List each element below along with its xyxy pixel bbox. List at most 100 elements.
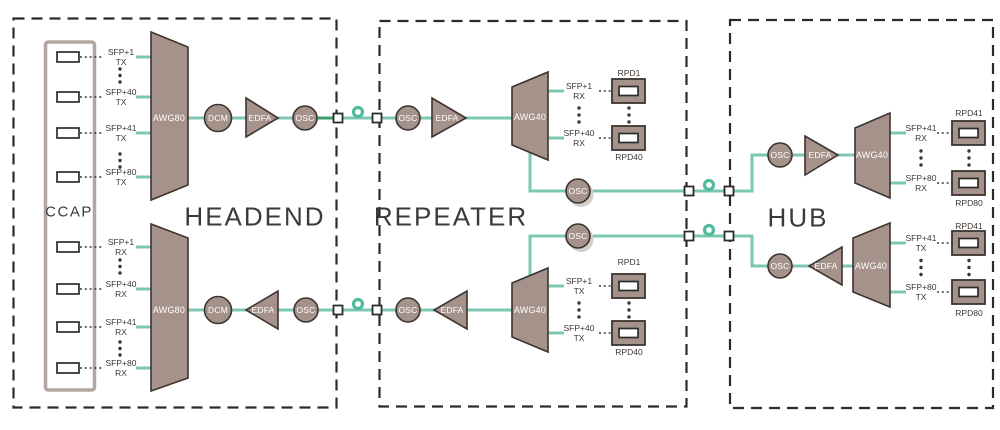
rpd-label: RPD40 bbox=[615, 347, 643, 357]
edfa-label: EDFA bbox=[808, 150, 832, 160]
dcm-upstream-shape bbox=[203, 295, 233, 325]
port-dir: RX bbox=[573, 91, 585, 101]
hub-port-label: SFP+41 TX bbox=[899, 233, 943, 253]
repeater-port-stubs bbox=[548, 89, 564, 335]
repeater-awg40-downstream-shape bbox=[511, 70, 549, 162]
awg40-label: AWG40 bbox=[513, 305, 547, 315]
ccap-port-label: SFP+80 RX bbox=[99, 358, 143, 378]
repeater-osc-upstream-shape bbox=[395, 297, 421, 323]
ccap-port-label: SFP+40 TX bbox=[99, 87, 143, 107]
repeater-express-osc-downstream-shape bbox=[565, 178, 591, 204]
repeater-port-label: SFP+1 RX bbox=[557, 81, 601, 101]
repeater-section-title: REPEATER bbox=[373, 201, 529, 232]
repeater-awg40-upstream-shape bbox=[511, 266, 549, 354]
port-name: SFP+80 bbox=[105, 358, 137, 368]
headend-edfa-downstream-shape bbox=[245, 96, 280, 139]
splice-ring-icon bbox=[702, 223, 716, 237]
rpd-label: RPD1 bbox=[617, 68, 641, 78]
headend-edfa-upstream-shape bbox=[244, 289, 279, 331]
port-dir: TX bbox=[115, 177, 127, 187]
rpd-label: RPD80 bbox=[955, 308, 983, 318]
hub-port-label: SFP+80 RX bbox=[899, 173, 943, 193]
repeater-osc-downstream-shape bbox=[395, 105, 421, 131]
awg80-upstream-shape bbox=[150, 222, 189, 393]
rpd-label: RPD1 bbox=[617, 257, 641, 267]
hub-awg40-downstream-shape bbox=[854, 111, 891, 200]
port-name: SFP+80 bbox=[905, 282, 937, 292]
hub-port-label: SFP+41 RX bbox=[899, 123, 943, 143]
ellipsis-dots bbox=[118, 67, 971, 357]
hub-awg40-upstream-shape bbox=[852, 221, 891, 309]
awg40-label: AWG40 bbox=[854, 261, 888, 271]
port-name: SFP+1 bbox=[565, 276, 593, 286]
hub-osc-upstream-shape bbox=[767, 253, 793, 279]
hub-section-title: HUB bbox=[767, 202, 829, 233]
port-name: SFP+1 bbox=[565, 81, 593, 91]
rpd-label: RPD41 bbox=[955, 108, 983, 118]
repeater-edfa-upstream-shape bbox=[432, 289, 468, 331]
headend-osc-downstream-shape bbox=[292, 105, 318, 131]
awg40-label: AWG40 bbox=[855, 150, 889, 160]
port-dir: RX bbox=[915, 133, 927, 143]
port-name: SFP+40 bbox=[105, 87, 137, 97]
awg40-label: AWG40 bbox=[513, 112, 547, 122]
ccap-label: CCAP bbox=[45, 203, 93, 221]
port-name: SFP+40 bbox=[105, 279, 137, 289]
port-dir: RX bbox=[915, 183, 927, 193]
repeater-edfa-downstream-shape bbox=[431, 96, 468, 139]
rpd-label: RPD41 bbox=[955, 221, 983, 231]
port-dir: RX bbox=[573, 138, 585, 148]
rpd-label: RPD40 bbox=[615, 152, 643, 162]
port-name: SFP+40 bbox=[563, 128, 595, 138]
edfa-label: EDFA bbox=[440, 305, 464, 315]
port-name: SFP+1 bbox=[107, 237, 135, 247]
hub-edfa-downstream-shape bbox=[804, 134, 840, 177]
port-name: SFP+41 bbox=[905, 123, 937, 133]
repeater-port-label: SFP+40 TX bbox=[557, 323, 601, 343]
port-dir: TX bbox=[115, 97, 127, 107]
hub-osc-downstream-shape bbox=[767, 142, 793, 168]
awg80-label: AWG80 bbox=[152, 113, 186, 123]
headend-osc-upstream-shape bbox=[293, 297, 319, 323]
osc-label: OSC bbox=[770, 150, 790, 160]
repeater-port-label: SFP+1 TX bbox=[557, 276, 601, 296]
port-dir: TX bbox=[573, 286, 585, 296]
awg80-downstream-shape bbox=[150, 30, 189, 202]
port-name: SFP+40 bbox=[563, 323, 595, 333]
edfa-label: EDFA bbox=[435, 113, 459, 123]
port-name: SFP+41 bbox=[105, 123, 137, 133]
osc-label: OSC bbox=[398, 305, 418, 315]
osc-label: OSC bbox=[568, 186, 588, 196]
dotted-links bbox=[80, 56, 950, 369]
edfa-label: EDFA bbox=[814, 261, 838, 271]
awg80-label: AWG80 bbox=[152, 305, 186, 315]
fiber-connector-squares bbox=[332, 112, 735, 316]
port-dir: RX bbox=[115, 247, 127, 257]
repeater-port-label: SFP+40 RX bbox=[557, 128, 601, 148]
ccap-port-label: SFP+41 TX bbox=[99, 123, 143, 143]
hub-edfa-upstream-shape bbox=[807, 245, 843, 287]
port-name: SFP+80 bbox=[905, 173, 937, 183]
port-dir: TX bbox=[115, 57, 127, 67]
rpd-label: RPD80 bbox=[955, 198, 983, 208]
osc-label: OSC bbox=[296, 305, 316, 315]
port-name: SFP+41 bbox=[105, 317, 137, 327]
ccap-port-label: SFP+1 RX bbox=[99, 237, 143, 257]
port-dir: TX bbox=[573, 333, 585, 343]
headend-section-box bbox=[12, 17, 338, 409]
splice-ring-icon bbox=[351, 297, 365, 311]
ccap-port-label: SFP+80 TX bbox=[99, 167, 143, 187]
port-dir: TX bbox=[915, 292, 927, 302]
splice-ring-icon bbox=[351, 105, 365, 119]
port-dir: TX bbox=[115, 133, 127, 143]
edfa-label: EDFA bbox=[248, 113, 272, 123]
edfa-label: EDFA bbox=[251, 305, 275, 315]
osc-label: OSC bbox=[568, 231, 588, 241]
ccap-port-label: SFP+40 RX bbox=[99, 279, 143, 299]
osc-label: OSC bbox=[770, 261, 790, 271]
repeater-express-osc-upstream-shape bbox=[565, 223, 591, 249]
ccap-port-label: SFP+41 RX bbox=[99, 317, 143, 337]
hub-port-label: SFP+80 TX bbox=[899, 282, 943, 302]
